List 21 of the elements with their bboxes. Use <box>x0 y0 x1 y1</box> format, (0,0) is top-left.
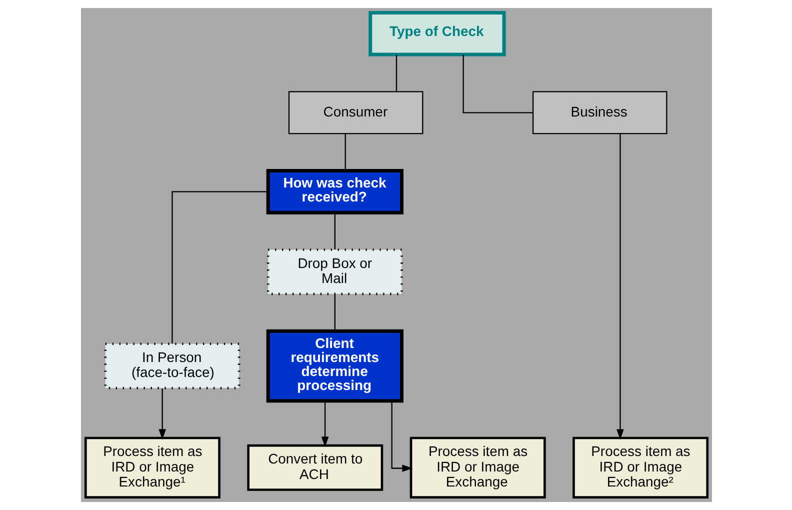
node-box: Client requirements determine processing <box>266 329 403 403</box>
node-box: Process item as IRD or Image Exchange <box>409 436 546 498</box>
connector <box>334 212 335 250</box>
connector <box>334 294 335 331</box>
connector <box>344 134 346 170</box>
connector <box>462 54 532 114</box>
arrow <box>616 134 624 440</box>
node-box: Consumer <box>288 91 423 134</box>
arrow <box>320 400 328 448</box>
node-box: Convert item to ACH <box>246 444 383 491</box>
node-box: Business <box>532 91 667 134</box>
node-box: How was check received? <box>266 169 403 214</box>
node-box: Type of Check <box>368 10 506 56</box>
node-box: In Person (face-to-face) <box>104 342 240 390</box>
connector <box>395 54 397 92</box>
node-box: Process item as IRD or Image Exchange¹ <box>84 436 220 498</box>
connector <box>171 191 268 344</box>
arrow <box>390 401 412 472</box>
arrow <box>158 388 166 440</box>
node-box: Process item as IRD or Image Exchange² <box>572 436 708 498</box>
node-box: Drop Box or Mail <box>266 248 402 296</box>
